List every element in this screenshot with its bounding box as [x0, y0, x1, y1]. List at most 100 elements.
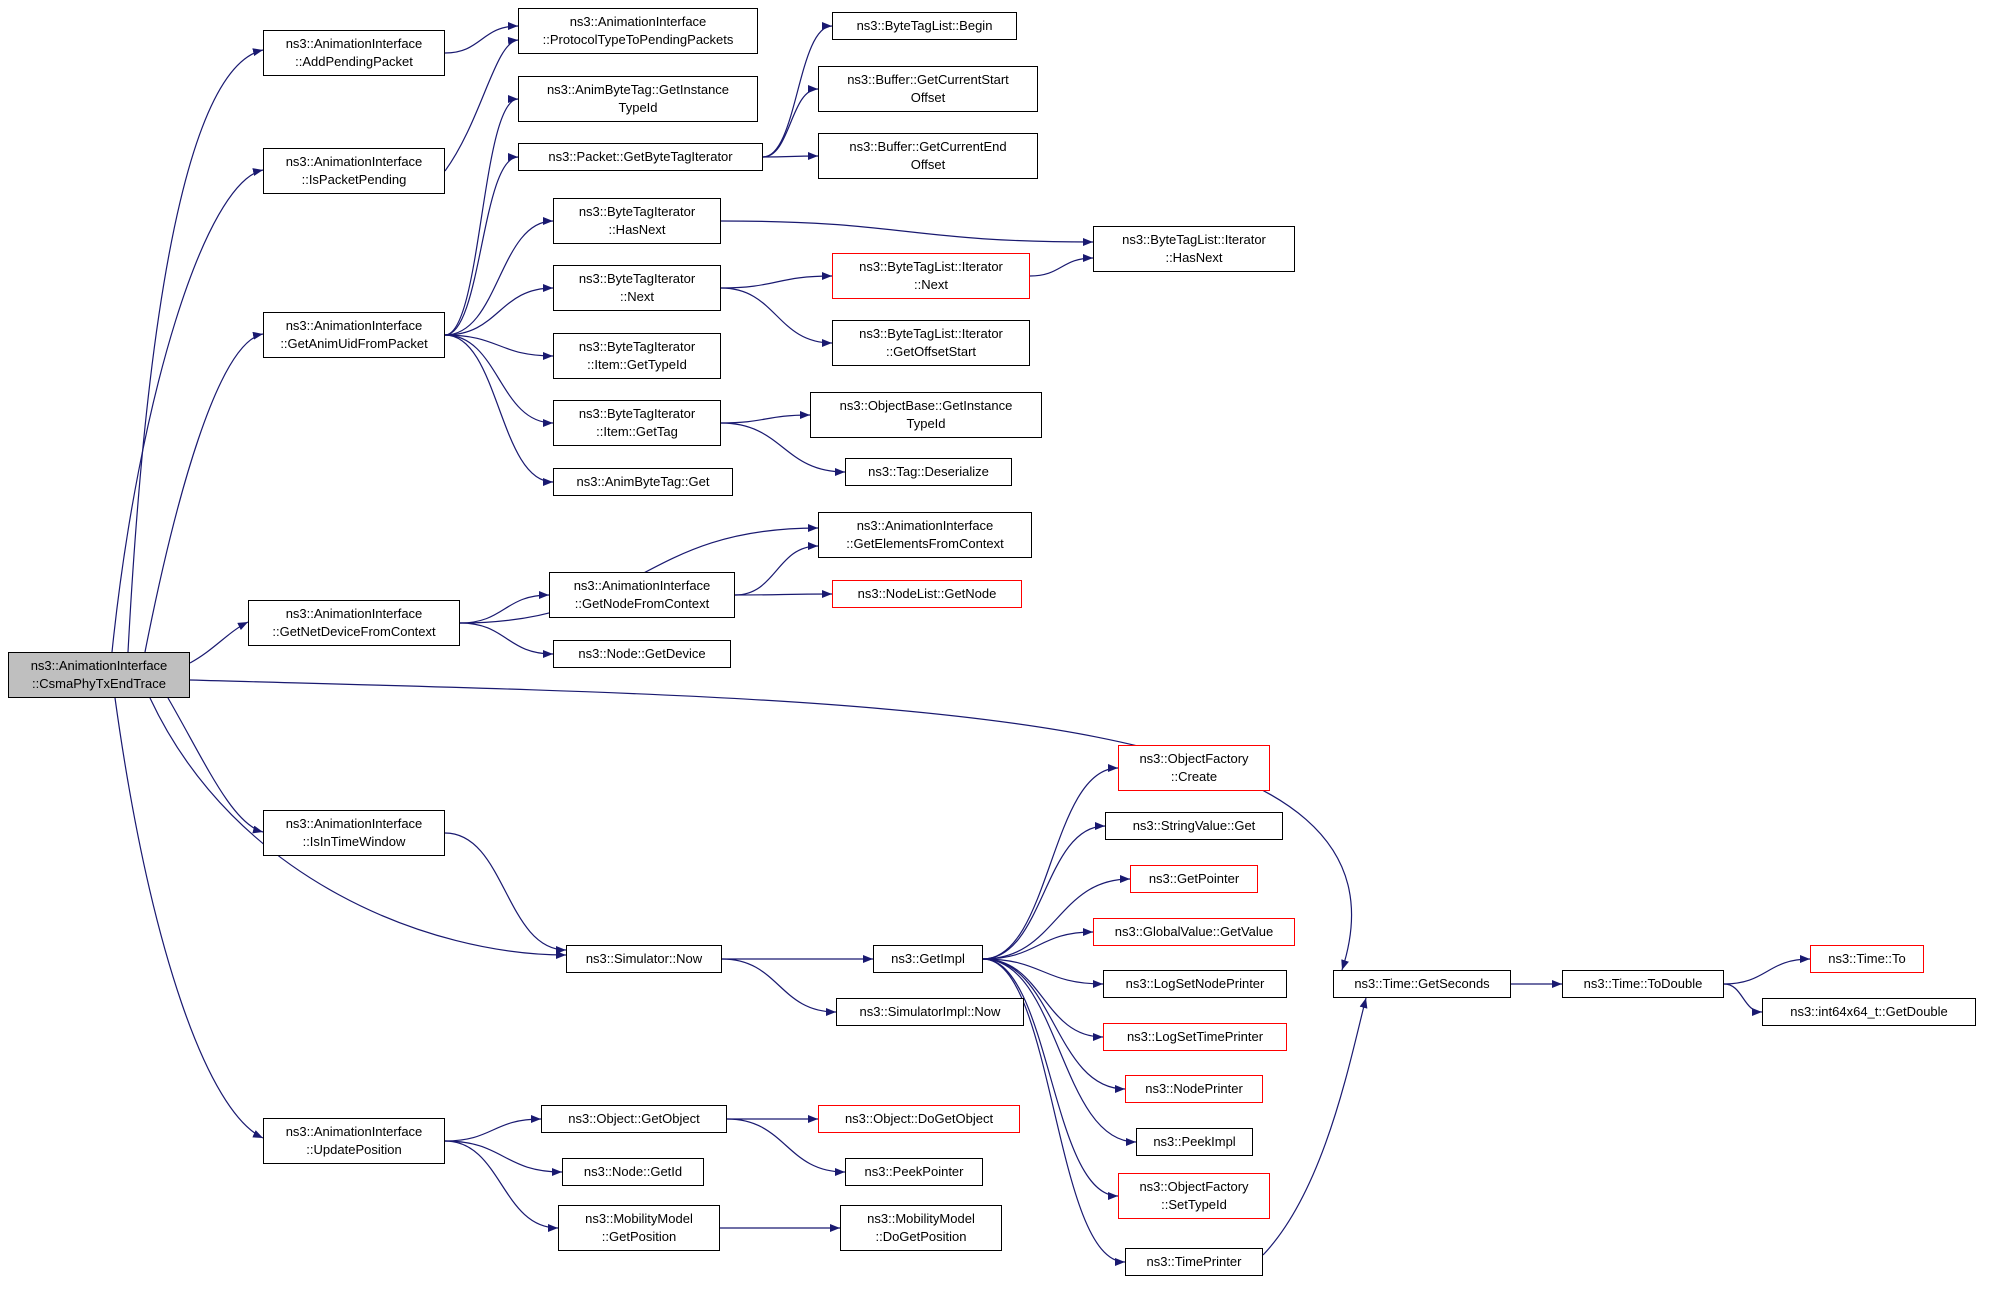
graph-node-btlithasnext[interactable]: ns3::ByteTagList::Iterator::HasNext	[1093, 226, 1295, 272]
graph-node-label: ns3::MobilityModel	[585, 1210, 693, 1226]
graph-node-label: ns3::Node::GetId	[583, 1163, 683, 1179]
graph-node-mmdogetpos[interactable]: ns3::MobilityModel::DoGetPosition	[840, 1205, 1002, 1251]
graph-node-label: ns3::NodeList::GetNode	[857, 585, 997, 601]
graph-node-getanimuid[interactable]: ns3::AnimationInterface::GetAnimUidFromP…	[263, 312, 445, 358]
graph-node-label: ns3::GetImpl	[891, 950, 965, 966]
graph-node-simimplnow[interactable]: ns3::SimulatorImpl::Now	[836, 998, 1024, 1026]
graph-node-mmgetpos[interactable]: ns3::MobilityModel::GetPosition	[558, 1205, 720, 1251]
graph-node-updatepos[interactable]: ns3::AnimationInterface::UpdatePosition	[263, 1118, 445, 1164]
graph-node-label: ::Create	[1170, 769, 1218, 784]
graph-edge-getbytetagiter--btlbegin	[762, 22, 833, 158]
graph-node-label: ::UpdatePosition	[306, 1142, 402, 1157]
graph-node-nodeprinter[interactable]: ns3::NodePrinter	[1125, 1075, 1263, 1103]
graph-node-getnetdev[interactable]: ns3::AnimationInterface::GetNetDeviceFro…	[248, 600, 460, 646]
graph-node-timeto[interactable]: ns3::Time::To	[1810, 945, 1924, 973]
graph-edge-csma--isintimewindow	[167, 697, 264, 834]
graph-edge-csma--getnetdev	[189, 621, 249, 664]
graph-node-nodelistgetnode[interactable]: ns3::NodeList::GetNode	[832, 580, 1022, 608]
graph-node-getelements[interactable]: ns3::AnimationInterface::GetElementsFrom…	[818, 512, 1032, 558]
graph-node-btlitnext[interactable]: ns3::ByteTagList::Iterator::Next	[832, 253, 1030, 299]
graph-node-label: ns3::AnimationInterface	[285, 1123, 423, 1139]
graph-edge-btihasnext--btlithasnext	[720, 220, 1094, 246]
graph-node-label: ns3::StringValue::Get	[1132, 817, 1256, 833]
graph-edge-updatepos--objgetobject	[444, 1115, 542, 1142]
graph-node-peekpointer[interactable]: ns3::PeekPointer	[845, 1158, 983, 1186]
graph-node-label: ::HasNext	[1165, 250, 1223, 265]
graph-node-label: ::GetAnimUidFromPacket	[280, 336, 428, 351]
graph-node-label: ::IsInTimeWindow	[302, 834, 406, 849]
graph-node-dogetobject[interactable]: ns3::Object::DoGetObject	[818, 1105, 1020, 1133]
graph-node-getnodefromctx[interactable]: ns3::AnimationInterface::GetNodeFromCont…	[549, 572, 735, 618]
graph-node-svget[interactable]: ns3::StringValue::Get	[1105, 812, 1283, 840]
graph-edge-objgetobject--peekpointer	[726, 1118, 846, 1176]
graph-edge-csma--getseconds	[189, 679, 1353, 971]
graph-node-btigettag[interactable]: ns3::ByteTagIterator::Item::GetTag	[553, 400, 721, 446]
graph-node-logsettime[interactable]: ns3::LogSetTimePrinter	[1103, 1023, 1287, 1051]
graph-node-label: ns3::ByteTagList::Iterator	[859, 258, 1003, 274]
graph-node-label: ::HasNext	[608, 222, 666, 237]
graph-node-getbytetagiter[interactable]: ns3::Packet::GetByteTagIterator	[518, 143, 763, 171]
graph-node-objgetobject[interactable]: ns3::Object::GetObject	[541, 1105, 727, 1133]
graph-node-getimpl[interactable]: ns3::GetImpl	[873, 945, 983, 973]
graph-node-btigettypeid[interactable]: ns3::ByteTagIterator::Item::GetTypeId	[553, 333, 721, 379]
graph-node-getseconds[interactable]: ns3::Time::GetSeconds	[1333, 970, 1511, 998]
graph-edge-getimpl--svget	[982, 822, 1106, 960]
graph-edge-csma--addpending	[127, 48, 264, 653]
graph-edge-getanimuid--btinext	[444, 284, 554, 336]
graph-node-ofcreate[interactable]: ns3::ObjectFactory::Create	[1118, 745, 1270, 791]
graph-node-label: ns3::NodePrinter	[1145, 1080, 1243, 1096]
graph-node-label: TypeId	[618, 100, 658, 115]
graph-edge-updatepos--nodegetid	[444, 1140, 563, 1176]
graph-edge-getanimuid--animget	[444, 334, 554, 486]
graph-node-label: ::AddPendingPacket	[295, 54, 413, 69]
graph-node-nodegetid[interactable]: ns3::Node::GetId	[562, 1158, 704, 1186]
graph-node-tagdeser[interactable]: ns3::Tag::Deserialize	[845, 458, 1012, 486]
graph-node-label: ns3::Buffer::GetCurrentStart	[847, 71, 1009, 87]
graph-node-getdevice[interactable]: ns3::Node::GetDevice	[553, 640, 731, 668]
graph-node-timeprinter[interactable]: ns3::TimePrinter	[1125, 1248, 1263, 1276]
graph-node-getpointer[interactable]: ns3::GetPointer	[1130, 865, 1258, 893]
graph-node-logsetnode[interactable]: ns3::LogSetNodePrinter	[1103, 970, 1287, 998]
graph-node-getdouble[interactable]: ns3::int64x64_t::GetDouble	[1762, 998, 1976, 1026]
graph-edge-csma--getanimuid	[144, 331, 264, 653]
graph-node-isintimewindow[interactable]: ns3::AnimationInterface::IsInTimeWindow	[263, 810, 445, 856]
graph-node-btlbegin[interactable]: ns3::ByteTagList::Begin	[832, 12, 1017, 40]
graph-node-animget[interactable]: ns3::AnimByteTag::Get	[553, 468, 733, 496]
graph-edge-getimpl--getpointer	[982, 875, 1131, 960]
graph-node-label: ns3::Buffer::GetCurrentEnd	[849, 138, 1007, 154]
graph-node-label: ::Next	[620, 289, 654, 304]
graph-node-label: ::SetTypeId	[1161, 1197, 1227, 1212]
graph-node-ofsettypeid[interactable]: ns3::ObjectFactory::SetTypeId	[1118, 1173, 1270, 1219]
graph-edge-getimpl--timeprinter	[982, 958, 1126, 1266]
graph-node-btihasnext[interactable]: ns3::ByteTagIterator::HasNext	[553, 198, 721, 244]
graph-node-peekimpl[interactable]: ns3::PeekImpl	[1136, 1128, 1253, 1156]
graph-edge-getanimuid--btihasnext	[444, 217, 554, 336]
graph-node-gvgetvalue[interactable]: ns3::GlobalValue::GetValue	[1093, 918, 1295, 946]
graph-edge-getimpl--ofcreate	[982, 764, 1119, 960]
graph-node-label: ns3::GetPointer	[1148, 870, 1240, 886]
graph-node-label: ns3::SimulatorImpl::Now	[859, 1003, 1001, 1019]
graph-node-btlitoffset[interactable]: ns3::ByteTagList::Iterator::GetOffsetSta…	[832, 320, 1030, 366]
graph-node-ispacketpending[interactable]: ns3::AnimationInterface::IsPacketPending	[263, 148, 445, 194]
graph-node-label: ::DoGetPosition	[875, 1229, 967, 1244]
graph-edge-simnow--simimplnow	[721, 958, 837, 1016]
graph-edge-getanimuid--btigettypeid	[444, 334, 554, 360]
graph-node-label: ::CsmaPhyTxEndTrace	[32, 676, 166, 691]
graph-node-label: ::GetPosition	[601, 1229, 677, 1244]
edges-group	[111, 22, 1811, 1266]
graph-node-addpending[interactable]: ns3::AnimationInterface::AddPendingPacke…	[263, 30, 445, 76]
graph-node-btinext[interactable]: ns3::ByteTagIterator::Next	[553, 265, 721, 311]
graph-node-todouble[interactable]: ns3::Time::ToDouble	[1562, 970, 1724, 998]
graph-node-label: ns3::PeekImpl	[1153, 1133, 1236, 1149]
graph-edge-todouble--getdouble	[1723, 983, 1763, 1016]
graph-node-label: ns3::ByteTagIterator	[578, 405, 696, 421]
graph-node-label: ns3::ObjectFactory	[1139, 750, 1249, 766]
graph-node-label: ns3::AnimationInterface	[285, 317, 423, 333]
graph-node-simnow[interactable]: ns3::Simulator::Now	[566, 945, 722, 973]
graph-edge-getnodefromctx--getelements	[734, 542, 819, 596]
graph-node-prototype[interactable]: ns3::AnimationInterface::ProtocolTypeToP…	[518, 8, 758, 54]
